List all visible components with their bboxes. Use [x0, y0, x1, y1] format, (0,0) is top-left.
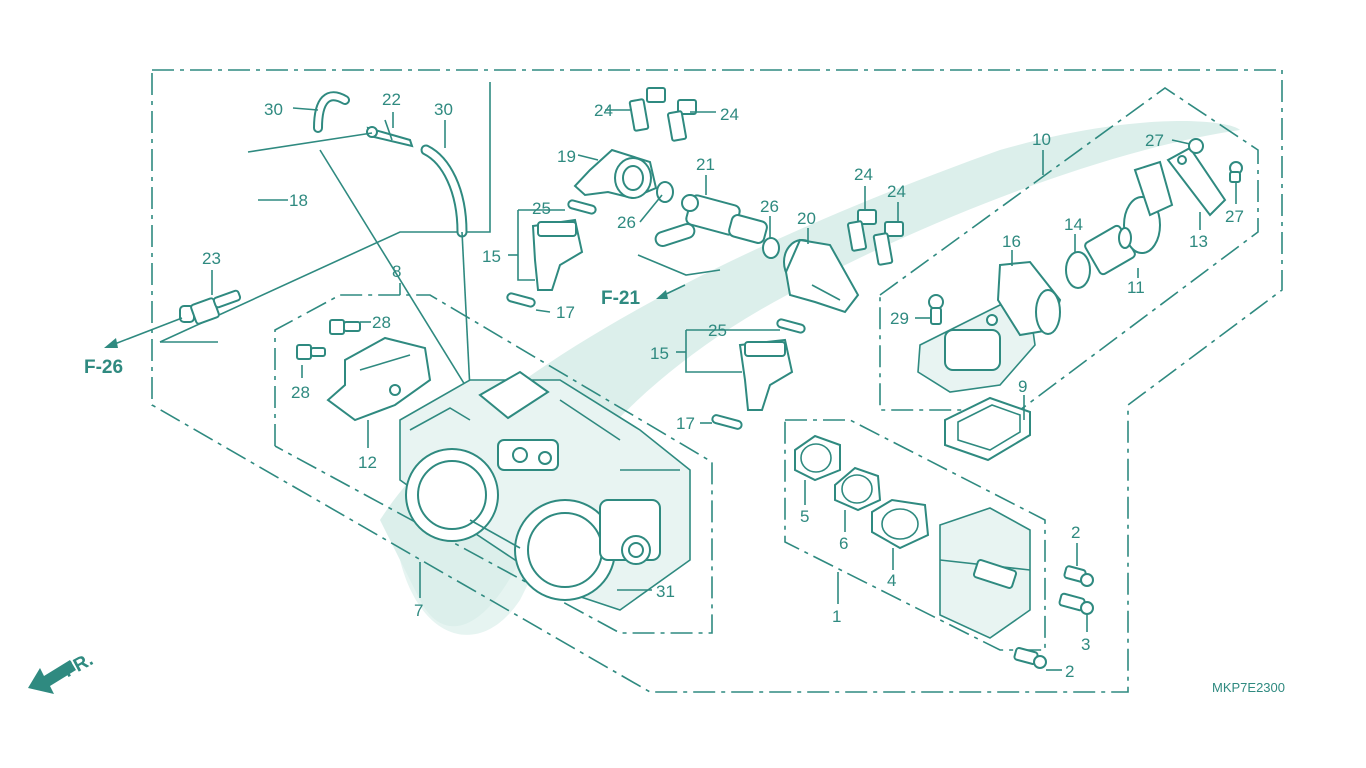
- o-ring-25-bottom[interactable]: [776, 318, 806, 334]
- seal-17-bottom[interactable]: [711, 414, 743, 430]
- label-23: 23: [202, 249, 221, 268]
- bolt-24-c[interactable]: [846, 209, 877, 252]
- label-31: 31: [656, 582, 675, 601]
- fuel-pipe-21[interactable]: [654, 194, 768, 248]
- screw-2-top[interactable]: [1063, 565, 1094, 587]
- label-26-left: 26: [617, 213, 636, 232]
- label-3: 3: [1081, 635, 1090, 654]
- main-group-boundary: [151, 69, 1283, 693]
- leader-lines: [211, 107, 1237, 671]
- label-13: 13: [1189, 232, 1208, 251]
- label-7: 7: [414, 601, 423, 620]
- bolt-28-bottom[interactable]: [296, 344, 326, 360]
- throttle-body-boundary: [274, 294, 713, 634]
- label-8: 8: [392, 262, 401, 281]
- screw-27-top[interactable]: [1188, 138, 1204, 154]
- label-11: 11: [1127, 278, 1145, 297]
- throttle-body-7[interactable]: [399, 370, 691, 611]
- label-18: 18: [289, 191, 308, 210]
- front-label: FR.: [60, 649, 97, 682]
- label-28-top: 28: [372, 313, 391, 332]
- front-arrow: [28, 660, 76, 694]
- fuel-joint-20[interactable]: [783, 238, 860, 314]
- hose-30-right[interactable]: [420, 144, 468, 238]
- label-21: 21: [696, 155, 715, 174]
- label-9: 9: [1018, 377, 1027, 396]
- part-labels: 30 22 30 18 23 8 28 28 12 7 31 24 24 19 …: [60, 90, 1285, 695]
- bracket-12[interactable]: [326, 336, 432, 422]
- label-17-bottom: 17: [676, 414, 695, 433]
- label-19: 19: [557, 147, 576, 166]
- label-24-c: 24: [854, 165, 873, 184]
- label-30-left: 30: [264, 100, 283, 119]
- screw-3[interactable]: [1058, 592, 1094, 615]
- o-ring-14[interactable]: [1065, 251, 1091, 289]
- arrow-to-f26: [104, 317, 183, 348]
- label-5: 5: [800, 507, 809, 526]
- sensor-unit-1[interactable]: [939, 507, 1031, 639]
- hose-30-left[interactable]: [313, 91, 350, 133]
- label-30-right: 30: [434, 100, 453, 119]
- iacv-11[interactable]: [1084, 160, 1174, 276]
- screw-27-right[interactable]: [1229, 161, 1243, 183]
- label-29: 29: [890, 309, 909, 328]
- iacv-group-boundary: [879, 87, 1259, 411]
- bolt-28-top[interactable]: [329, 319, 361, 335]
- screw-2-bottom[interactable]: [1013, 647, 1047, 669]
- gasket-4[interactable]: [871, 498, 930, 550]
- gasket-5[interactable]: [794, 434, 841, 482]
- label-26-right: 26: [760, 197, 779, 216]
- label-22: 22: [382, 90, 401, 109]
- plate-13[interactable]: [1166, 146, 1227, 217]
- label-25-bottom: 25: [708, 321, 727, 340]
- label-15-bottom: 15: [650, 344, 669, 363]
- arrow-to-f21: [637, 254, 721, 299]
- label-24-b: 24: [720, 105, 739, 124]
- o-ring-26-right[interactable]: [762, 237, 780, 259]
- label-28-bottom: 28: [291, 383, 310, 402]
- gasket-9[interactable]: [944, 396, 1031, 462]
- screw-29[interactable]: [928, 294, 944, 325]
- label-24-a: 24: [594, 101, 613, 120]
- label-2-top: 2: [1071, 523, 1080, 542]
- bolt-24-d[interactable]: [872, 221, 904, 266]
- ref-f26: F-26: [84, 357, 123, 378]
- fitting-23[interactable]: [179, 289, 242, 325]
- label-6: 6: [839, 534, 848, 553]
- label-16: 16: [1002, 232, 1021, 251]
- seal-17-top[interactable]: [506, 292, 536, 308]
- label-1: 1: [832, 607, 841, 626]
- label-20: 20: [797, 209, 816, 228]
- hose-18[interactable]: [196, 147, 294, 295]
- iacv-housing-16[interactable]: [917, 260, 1062, 393]
- gasket-6[interactable]: [834, 466, 882, 512]
- label-17-top: 17: [556, 303, 575, 322]
- sensor-unit-boundary: [784, 419, 1046, 651]
- label-2-bottom: 2: [1065, 662, 1074, 681]
- label-10: 10: [1032, 130, 1051, 149]
- label-12: 12: [358, 453, 377, 472]
- label-24-d: 24: [887, 182, 906, 201]
- injector-15-bottom[interactable]: [738, 338, 794, 411]
- label-27-right: 27: [1225, 207, 1244, 226]
- fuel-joint-19[interactable]: [573, 148, 658, 200]
- label-4: 4: [887, 571, 896, 590]
- o-ring-25-top[interactable]: [567, 199, 597, 215]
- joint-22[interactable]: [366, 119, 414, 148]
- label-25-top: 25: [532, 199, 551, 218]
- diagram-code: MKP7E2300: [1212, 680, 1285, 695]
- label-15-top: 15: [482, 247, 501, 266]
- label-14: 14: [1064, 215, 1083, 234]
- ref-f21: F-21: [601, 288, 641, 309]
- bolt-24-b[interactable]: [666, 99, 697, 142]
- label-27-top: 27: [1145, 131, 1164, 150]
- bolt-24-a[interactable]: [628, 87, 666, 132]
- hose-group-boundary: [159, 82, 491, 343]
- injector-15-top[interactable]: [531, 218, 584, 291]
